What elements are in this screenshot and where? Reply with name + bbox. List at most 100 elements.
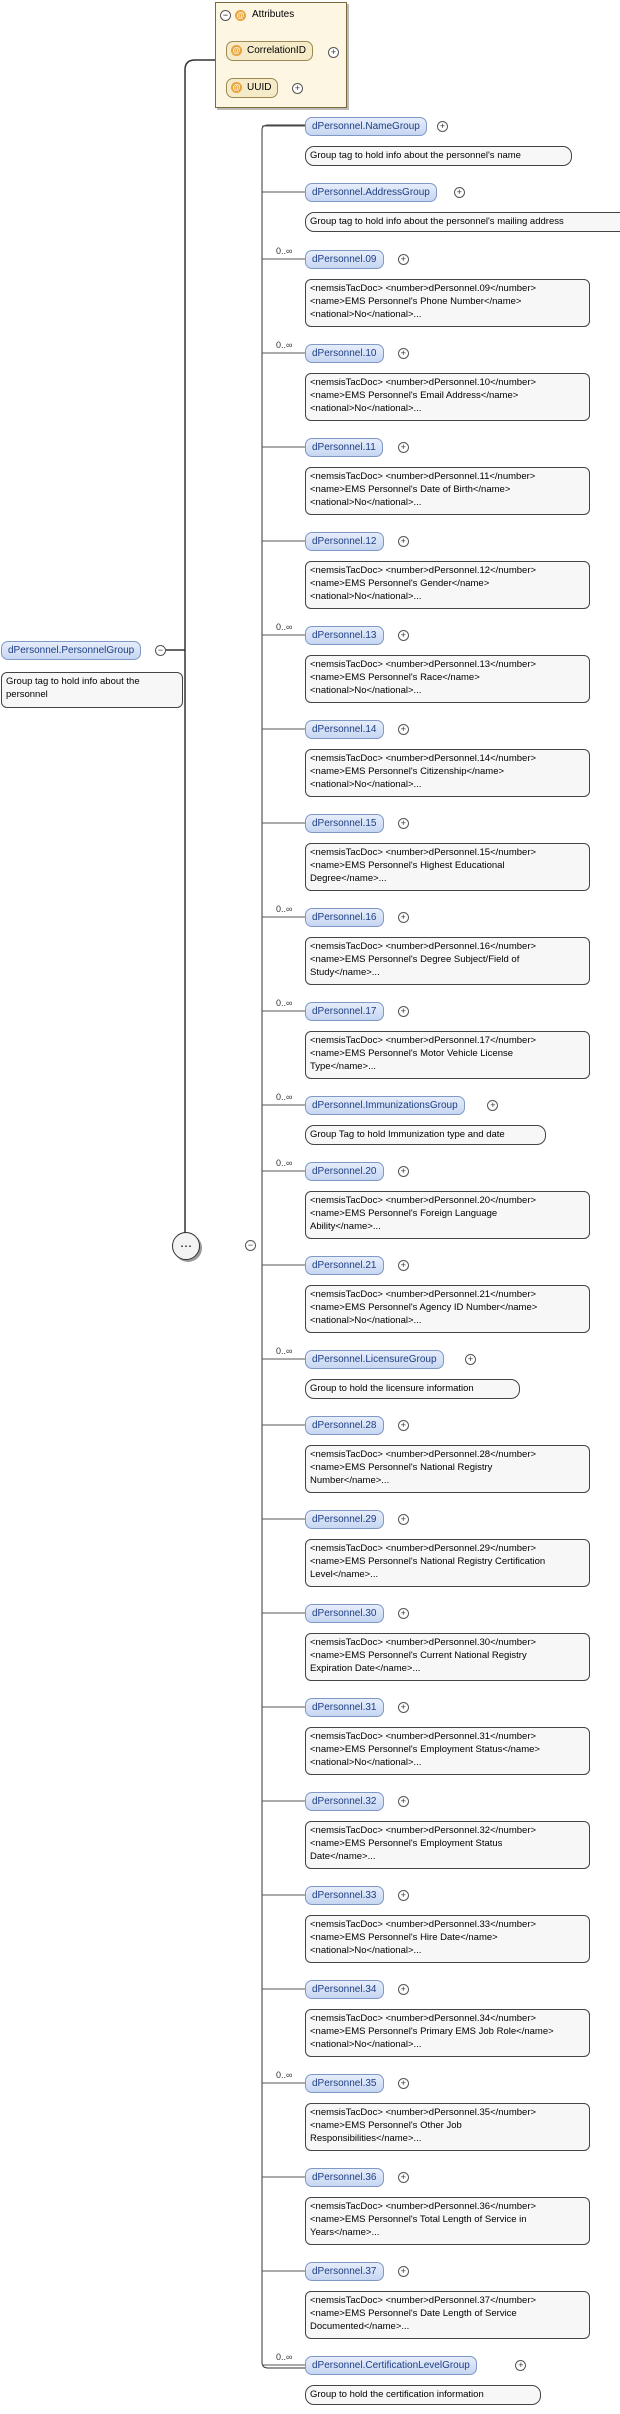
cardinality-label: 0..∞: [276, 340, 293, 350]
element-annotation: <nemsisTacDoc> <number>dPersonnel.21</nu…: [305, 1285, 590, 1333]
expand-icon[interactable]: +: [397, 1702, 409, 1713]
element-annotation: Group tag to hold info about the personn…: [305, 212, 620, 232]
element-dpersonnel-33[interactable]: dPersonnel.33: [305, 1886, 384, 1905]
expand-icon[interactable]: +: [397, 254, 409, 265]
expand-icon[interactable]: +: [397, 818, 409, 829]
element-annotation: Group tag to hold info about the personn…: [305, 146, 572, 166]
connector-line: [165, 59, 215, 651]
cardinality-label: 0..∞: [276, 1346, 293, 1356]
element-dpersonnel-35[interactable]: dPersonnel.35: [305, 2074, 384, 2093]
element-annotation: <nemsisTacDoc> <number>dPersonnel.35</nu…: [305, 2103, 590, 2151]
expand-icon[interactable]: +: [397, 1514, 409, 1525]
element-dpersonnel-21[interactable]: dPersonnel.21: [305, 1256, 384, 1275]
element-dpersonnel-11[interactable]: dPersonnel.11: [305, 438, 383, 457]
element-dpersonnel-namegroup[interactable]: dPersonnel.NameGroup: [305, 117, 427, 136]
root-element[interactable]: dPersonnel.PersonnelGroup: [1, 641, 142, 660]
connector-line: [172, 650, 196, 1246]
collapse-icon[interactable]: −: [245, 1240, 256, 1251]
attribute-uuid[interactable]: @ UUID: [226, 78, 279, 98]
connector-line: [261, 1245, 305, 2369]
attribute-label: UUID: [247, 82, 272, 93]
cardinality-label: 0..∞: [276, 1092, 293, 1102]
expand-icon[interactable]: +: [397, 1006, 409, 1017]
element-dpersonnel-17[interactable]: dPersonnel.17: [305, 1002, 384, 1021]
expand-icon[interactable]: +: [397, 1890, 409, 1901]
element-dpersonnel-13[interactable]: dPersonnel.13: [305, 626, 384, 645]
element-annotation: <nemsisTacDoc> <number>dPersonnel.09</nu…: [305, 279, 590, 327]
element-dpersonnel-29[interactable]: dPersonnel.29: [305, 1510, 384, 1529]
element-dpersonnel-34[interactable]: dPersonnel.34: [305, 1980, 384, 1999]
cardinality-label: 0..∞: [276, 2352, 293, 2362]
sequence-icon[interactable]: ⋯: [172, 1232, 200, 1260]
attributes-title: Attributes: [252, 9, 295, 20]
element-dpersonnel-immunizationsgroup[interactable]: dPersonnel.ImmunizationsGroup: [305, 1096, 465, 1115]
element-annotation: <nemsisTacDoc> <number>dPersonnel.15</nu…: [305, 843, 590, 891]
attribute-icon: @: [231, 45, 242, 56]
expand-icon[interactable]: +: [397, 1166, 409, 1177]
element-dpersonnel-31[interactable]: dPersonnel.31: [305, 1698, 384, 1717]
expand-icon[interactable]: +: [397, 1420, 409, 1431]
collapse-icon[interactable]: −: [155, 645, 166, 656]
expand-icon[interactable]: +: [397, 2172, 409, 2183]
expand-icon[interactable]: +: [397, 630, 409, 641]
cardinality-label: 0..∞: [276, 246, 293, 256]
element-annotation: <nemsisTacDoc> <number>dPersonnel.33</nu…: [305, 1915, 590, 1963]
element-dpersonnel-28[interactable]: dPersonnel.28: [305, 1416, 384, 1435]
element-dpersonnel-16[interactable]: dPersonnel.16: [305, 908, 384, 927]
expand-icon[interactable]: +: [487, 1100, 499, 1111]
expand-icon[interactable]: +: [397, 724, 409, 735]
attribute-icon: @: [231, 82, 242, 93]
element-annotation: <nemsisTacDoc> <number>dPersonnel.29</nu…: [305, 1539, 590, 1587]
collapse-icon[interactable]: −: [220, 10, 231, 21]
expand-icon[interactable]: +: [397, 536, 409, 547]
expand-icon[interactable]: +: [397, 1608, 409, 1619]
element-dpersonnel-10[interactable]: dPersonnel.10: [305, 344, 384, 363]
element-annotation: <nemsisTacDoc> <number>dPersonnel.32</nu…: [305, 1821, 590, 1869]
expand-icon[interactable]: +: [397, 442, 409, 453]
expand-icon[interactable]: +: [397, 912, 409, 923]
cardinality-label: 0..∞: [276, 2070, 293, 2080]
element-dpersonnel-36[interactable]: dPersonnel.36: [305, 2168, 384, 2187]
element-dpersonnel-14[interactable]: dPersonnel.14: [305, 720, 384, 739]
element-dpersonnel-15[interactable]: dPersonnel.15: [305, 814, 384, 833]
element-dpersonnel-32[interactable]: dPersonnel.32: [305, 1792, 384, 1811]
expand-icon[interactable]: +: [515, 2360, 527, 2371]
attribute-correlationid[interactable]: @ CorrelationID: [226, 41, 313, 61]
element-annotation: <nemsisTacDoc> <number>dPersonnel.14</nu…: [305, 749, 590, 797]
expand-icon[interactable]: +: [397, 2266, 409, 2277]
element-dpersonnel-certificationlevelgroup[interactable]: dPersonnel.CertificationLevelGroup: [305, 2356, 477, 2375]
expand-icon[interactable]: +: [437, 121, 448, 132]
element-annotation: <nemsisTacDoc> <number>dPersonnel.28</nu…: [305, 1445, 590, 1493]
element-annotation: <nemsisTacDoc> <number>dPersonnel.16</nu…: [305, 937, 590, 985]
element-annotation: <nemsisTacDoc> <number>dPersonnel.34</nu…: [305, 2009, 590, 2057]
cardinality-label: 0..∞: [276, 1158, 293, 1168]
element-dpersonnel-12[interactable]: dPersonnel.12: [305, 532, 384, 551]
element-dpersonnel-20[interactable]: dPersonnel.20: [305, 1162, 384, 1181]
element-annotation: <nemsisTacDoc> <number>dPersonnel.10</nu…: [305, 373, 590, 421]
element-dpersonnel-37[interactable]: dPersonnel.37: [305, 2262, 384, 2281]
expand-icon[interactable]: +: [465, 1354, 476, 1365]
element-annotation: Group to hold the licensure information: [305, 1379, 520, 1399]
expand-icon[interactable]: +: [397, 1260, 409, 1271]
expand-icon[interactable]: +: [397, 2078, 409, 2089]
element-dpersonnel-addressgroup[interactable]: dPersonnel.AddressGroup: [305, 183, 437, 202]
attributes-panel: − @ Attributes @ CorrelationID + @ UUID …: [215, 2, 347, 108]
element-annotation: <nemsisTacDoc> <number>dPersonnel.36</nu…: [305, 2197, 590, 2245]
expand-icon[interactable]: +: [292, 83, 303, 94]
expand-icon[interactable]: +: [397, 348, 409, 359]
expand-icon[interactable]: +: [397, 1984, 409, 1995]
cardinality-label: 0..∞: [276, 998, 293, 1008]
element-annotation: <nemsisTacDoc> <number>dPersonnel.20</nu…: [305, 1191, 590, 1239]
expand-icon[interactable]: +: [453, 187, 465, 198]
element-annotation: Group Tag to hold Immunization type and …: [305, 1125, 546, 1145]
attribute-group-icon: @: [235, 10, 246, 21]
element-dpersonnel-licensuregroup[interactable]: dPersonnel.LicensureGroup: [305, 1350, 444, 1369]
expand-icon[interactable]: +: [328, 47, 339, 58]
element-annotation: <nemsisTacDoc> <number>dPersonnel.30</nu…: [305, 1633, 590, 1681]
cardinality-label: 0..∞: [276, 622, 293, 632]
element-dpersonnel-09[interactable]: dPersonnel.09: [305, 250, 384, 269]
element-dpersonnel-30[interactable]: dPersonnel.30: [305, 1604, 384, 1623]
element-annotation: Group to hold the certification informat…: [305, 2385, 541, 2405]
element-annotation: <nemsisTacDoc> <number>dPersonnel.31</nu…: [305, 1727, 590, 1775]
expand-icon[interactable]: +: [397, 1796, 409, 1807]
